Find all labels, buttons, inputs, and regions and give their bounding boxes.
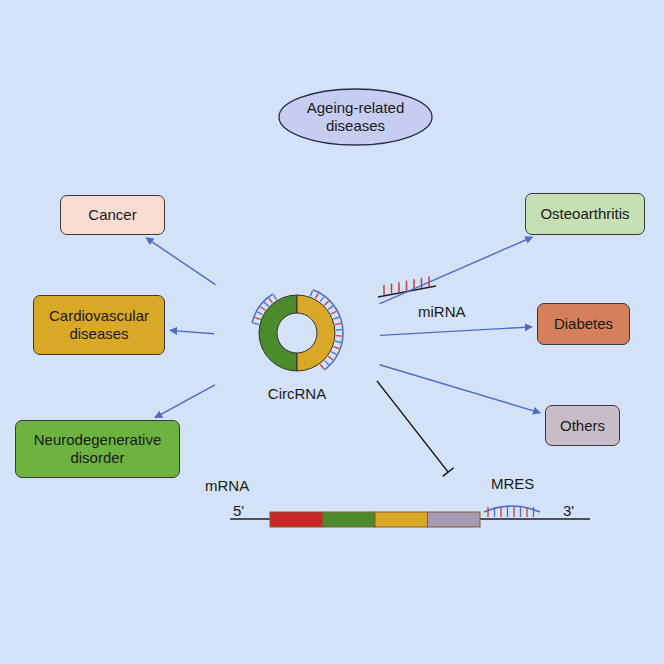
disease-box: Cardiovascular diseases (33, 295, 165, 355)
disease-box: Diabetes (537, 303, 630, 345)
arrow-connector (380, 365, 541, 413)
heading-ellipse: Ageing-related diseases (278, 88, 433, 146)
inhibition-bar (443, 468, 454, 477)
box-label: Ageing-related diseases (300, 99, 411, 135)
box-label: Others (560, 417, 605, 435)
part-label: MRES (491, 475, 534, 493)
part-label: 5' (233, 502, 244, 520)
arrow-connector (379, 237, 532, 304)
box-label: Cancer (88, 206, 136, 224)
disease-box: Osteoarthritis (525, 193, 645, 235)
box-label: Cardiovascular diseases (42, 307, 156, 343)
disease-box: Others (545, 405, 620, 446)
disease-box: Cancer (60, 195, 165, 235)
arrow-connector (146, 238, 215, 285)
disease-box: Neurodegenerative disorder (15, 420, 180, 478)
strand-label: mRNA (205, 477, 249, 495)
box-label: Diabetes (554, 315, 613, 333)
inhibition-line (377, 381, 448, 472)
arrow-connector (170, 330, 214, 333)
box-label: Osteoarthritis (540, 205, 629, 223)
mirna-strand (378, 276, 436, 297)
arrow-connector (155, 385, 215, 418)
ring-label: CircRNA (268, 385, 326, 403)
arrow-connector (380, 327, 532, 335)
box-label: Neurodegenerative disorder (24, 431, 171, 467)
ring-drawing (222, 285, 372, 385)
part-label: 3' (563, 502, 574, 520)
circrna-ring: CircRNA (222, 285, 372, 405)
part-label: miRNA (418, 303, 466, 321)
